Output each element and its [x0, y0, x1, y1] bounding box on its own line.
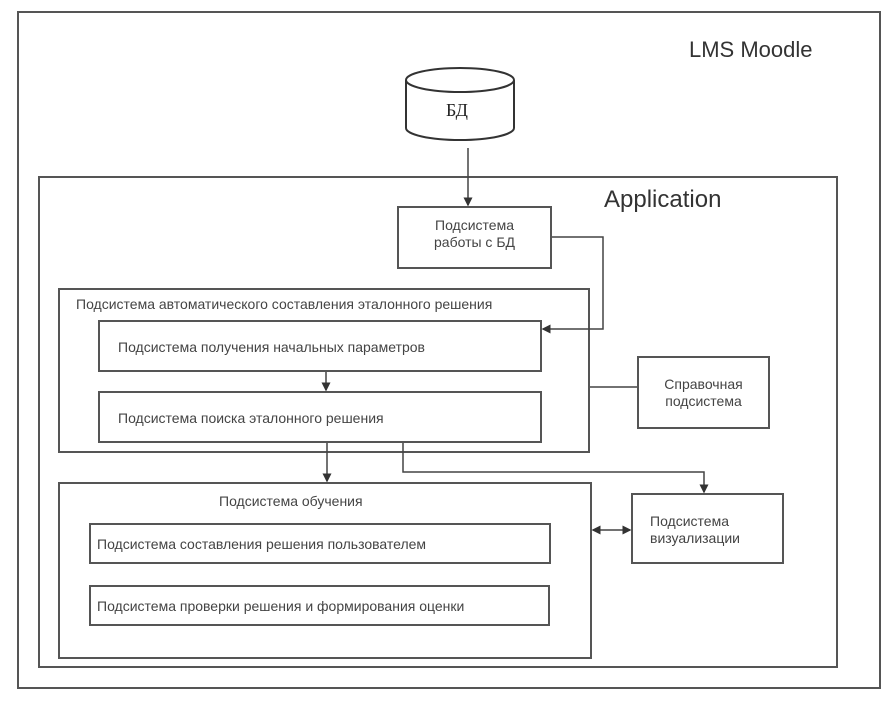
db-subsystem-label-line1: Подсистема — [435, 217, 514, 233]
solution-search-subsystem-label: Подсистема поиска эталонного решения — [118, 410, 384, 426]
application-label: Application — [604, 186, 722, 213]
learning-container[interactable] — [58, 482, 592, 659]
initial-params-subsystem-label: Подсистема получения начальных параметро… — [118, 339, 425, 355]
auto-solution-container[interactable] — [58, 288, 590, 453]
solution-search-subsystem-box[interactable]: Подсистема поиска эталонного решения — [98, 391, 542, 443]
user-solution-subsystem-box[interactable]: Подсистема составления решения пользоват… — [89, 523, 551, 564]
reference-subsystem-box[interactable]: Справочная подсистема — [637, 356, 770, 429]
solution-check-subsystem-label: Подсистема проверки решения и формирован… — [97, 598, 465, 614]
auto-solution-label: Подсистема автоматического составления э… — [76, 296, 493, 312]
initial-params-subsystem-box[interactable]: Подсистема получения начальных параметро… — [98, 320, 542, 372]
reference-subsystem-label-line2: подсистема — [665, 393, 742, 409]
db-subsystem-box[interactable]: Подсистема работы с БД — [397, 206, 552, 269]
visualization-subsystem-label-line2: визуализации — [650, 530, 741, 546]
user-solution-subsystem-label: Подсистема составления решения пользоват… — [97, 536, 427, 552]
database-icon — [405, 67, 515, 141]
visualization-subsystem-box[interactable]: Подсистема визуализации — [631, 493, 784, 564]
reference-subsystem-label-line1: Справочная — [664, 376, 743, 392]
lms-moodle-label: LMS Moodle — [689, 37, 813, 62]
lms-moodle-container — [17, 11, 881, 689]
learning-label: Подсистема обучения — [219, 493, 363, 509]
db-subsystem-label-line2: работы с БД — [434, 234, 515, 250]
visualization-subsystem-label-line1: Подсистема — [650, 513, 729, 529]
application-container — [38, 176, 838, 668]
solution-check-subsystem-box[interactable]: Подсистема проверки решения и формирован… — [89, 585, 550, 626]
database-label: БД — [446, 100, 468, 120]
